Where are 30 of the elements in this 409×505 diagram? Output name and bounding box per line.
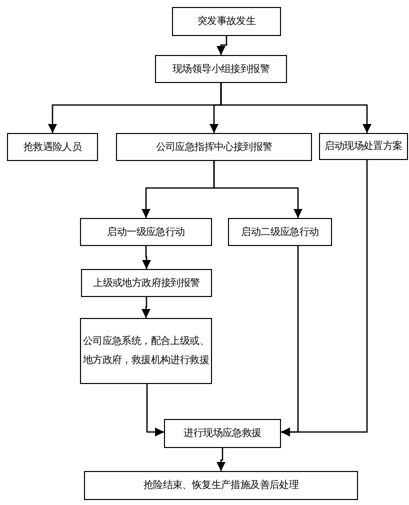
box-text: 突发事故发生: [197, 14, 256, 29]
box-text: 抢救遇险人员: [23, 140, 82, 154]
process-box: [7, 133, 98, 161]
box-text: 进行现场应急救援: [184, 426, 262, 441]
arrow: [220, 83, 372, 133]
process-box: [84, 471, 358, 500]
process-box: [81, 269, 212, 297]
arrow: [142, 246, 152, 269]
arrow: [216, 448, 226, 471]
box-text: 抢险结束、恢复生产措施及善后处理: [143, 478, 299, 493]
process-box: [228, 218, 332, 246]
box-text: 现场领导小组接到报警: [172, 62, 270, 76]
process-box: [80, 218, 212, 246]
box-text: 启动二级应急行动: [241, 226, 319, 240]
process-box: [116, 133, 312, 161]
box-text: 上级或地方政府接到报警: [93, 276, 200, 290]
box-text: 公司应急系统，配合上级或、地方政府，救援机构进行救援: [82, 334, 210, 368]
process-box: [164, 419, 281, 448]
arrow: [216, 36, 228, 55]
process-box: [172, 7, 281, 36]
box-text: 启动一级应急行动: [107, 226, 185, 240]
arrow: [213, 161, 303, 218]
arrow: [146, 384, 164, 437]
process-box: [80, 318, 212, 384]
process-box: [319, 133, 408, 160]
arrow: [141, 297, 151, 318]
arrow: [281, 160, 368, 437]
box-text: 公司应急指挥中心接到报警: [156, 140, 272, 154]
process-box: [155, 55, 287, 83]
box-text: 启动现场处置方案: [324, 140, 402, 154]
